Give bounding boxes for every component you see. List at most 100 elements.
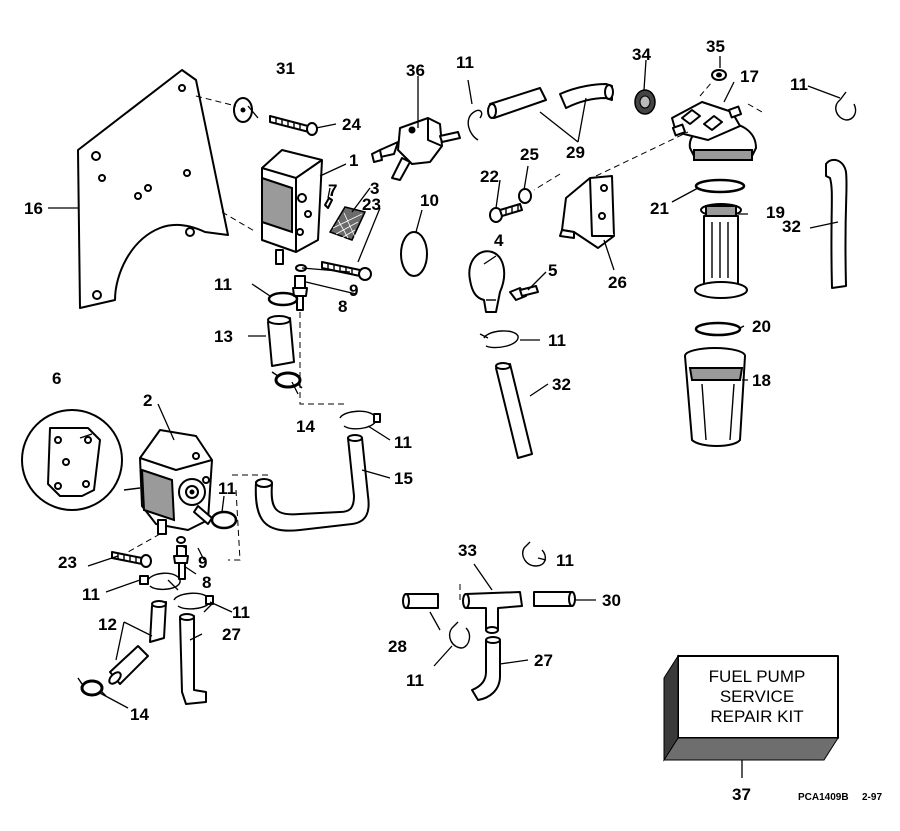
callout-34: 34 bbox=[632, 45, 651, 64]
fitting-8-top bbox=[292, 275, 308, 311]
kit-line-1: FUEL PUMP bbox=[709, 667, 806, 686]
callout-15: 15 bbox=[394, 469, 413, 488]
nut-35 bbox=[711, 69, 727, 81]
date-code: 2-97 bbox=[862, 792, 882, 803]
callout-4: 4 bbox=[494, 231, 504, 250]
clamp-11-d bbox=[267, 291, 299, 307]
clamp-11-a bbox=[467, 109, 483, 141]
alignment-lines bbox=[127, 81, 763, 600]
callout-5: 5 bbox=[548, 261, 557, 280]
callout-11-b: 11 bbox=[790, 75, 808, 94]
callout-23-top: 23 bbox=[362, 195, 381, 214]
callout-14-lower: 14 bbox=[130, 705, 149, 724]
callout-14-top: 14 bbox=[296, 417, 315, 436]
callout-35: 35 bbox=[706, 37, 725, 56]
clamp-11-b bbox=[835, 91, 857, 121]
hose-15 bbox=[254, 434, 370, 532]
mounting-bracket bbox=[77, 69, 229, 309]
callout-11-h: 11 bbox=[232, 603, 250, 622]
callout-11-d: 11 bbox=[548, 331, 566, 350]
bracket-26 bbox=[559, 175, 615, 249]
callout-30: 30 bbox=[602, 591, 621, 610]
hose-32-right bbox=[825, 158, 848, 289]
o-ring-21 bbox=[694, 178, 746, 194]
gasket-detail-6 bbox=[21, 409, 123, 511]
callout-24: 24 bbox=[342, 115, 361, 134]
callout-17: 17 bbox=[740, 67, 759, 86]
callout-2: 2 bbox=[143, 391, 152, 410]
callout-6: 6 bbox=[52, 369, 61, 388]
hose-30 bbox=[533, 591, 576, 607]
callout-29: 29 bbox=[566, 143, 585, 162]
clamp-11-e bbox=[339, 410, 377, 430]
callout-33: 33 bbox=[458, 541, 477, 560]
callout-8-lower: 8 bbox=[202, 573, 211, 592]
callout-21: 21 bbox=[650, 199, 669, 218]
callout-11-c: 11 bbox=[214, 275, 232, 294]
tee-fitting-33 bbox=[462, 591, 523, 634]
callout-9-top: 9 bbox=[349, 281, 358, 300]
callout-18: 18 bbox=[752, 371, 771, 390]
callout-13: 13 bbox=[214, 327, 233, 346]
callout-28: 28 bbox=[388, 637, 407, 656]
callout-7: 7 bbox=[328, 181, 337, 200]
clamp-11-f bbox=[210, 510, 238, 530]
callout-12: 12 bbox=[98, 615, 117, 634]
callout-23-lower: 23 bbox=[58, 553, 77, 572]
grommet-34 bbox=[634, 89, 656, 115]
callout-3: 3 bbox=[370, 179, 379, 198]
callout-36: 36 bbox=[406, 61, 425, 80]
callout-22: 22 bbox=[480, 167, 499, 186]
clamp-11-c bbox=[479, 330, 519, 349]
clamp-11-h bbox=[173, 592, 211, 610]
leader-lines bbox=[48, 56, 841, 778]
callout-31: 31 bbox=[276, 59, 295, 78]
callout-16: 16 bbox=[24, 199, 43, 218]
callout-26: 26 bbox=[608, 273, 627, 292]
filter-head-17 bbox=[671, 101, 757, 161]
gasket-9-lower bbox=[176, 536, 186, 544]
callout-8-top: 8 bbox=[338, 297, 347, 316]
callout-19: 19 bbox=[766, 203, 785, 222]
screw-23-lower bbox=[111, 551, 152, 568]
callout-32-right: 32 bbox=[782, 217, 801, 236]
callout-9-lower: 9 bbox=[198, 553, 207, 572]
check-valve-36 bbox=[371, 117, 461, 181]
washer-25 bbox=[518, 188, 532, 204]
callout-11-a: 11 bbox=[456, 53, 474, 72]
screw-24 bbox=[269, 115, 318, 136]
clamp-11-j bbox=[448, 621, 471, 649]
callout-27-left: 27 bbox=[222, 625, 241, 644]
callout-32-center: 32 bbox=[552, 375, 571, 394]
hose-28 bbox=[402, 593, 439, 609]
callout-1: 1 bbox=[349, 151, 358, 170]
repair-kit-37 bbox=[663, 654, 839, 762]
callout-27-center: 27 bbox=[534, 651, 553, 670]
callout-37: 37 bbox=[732, 785, 751, 804]
filter-element-19 bbox=[694, 203, 748, 299]
callout-labels: 1 2 3 4 5 6 7 8 8 9 9 10 11 11 11 11 11 … bbox=[24, 37, 808, 804]
callout-11-j: 11 bbox=[406, 671, 424, 690]
o-ring-10 bbox=[400, 231, 428, 277]
clip-14-lower bbox=[77, 677, 107, 697]
hose-29 bbox=[487, 83, 614, 119]
pin-7 bbox=[324, 197, 333, 209]
screen-3 bbox=[328, 206, 367, 241]
screw-23-top bbox=[321, 261, 372, 281]
clamp-11-g bbox=[147, 572, 181, 591]
hose-12 bbox=[108, 600, 167, 685]
callout-11-g: 11 bbox=[82, 585, 100, 604]
callout-10: 10 bbox=[420, 191, 439, 210]
callout-11-f: 11 bbox=[218, 479, 236, 498]
kit-line-2: SERVICE bbox=[720, 687, 794, 706]
hose-27-left bbox=[179, 613, 207, 705]
fuel-pump-2 bbox=[123, 429, 213, 535]
o-ring-20 bbox=[694, 321, 742, 337]
cover-4 bbox=[468, 250, 506, 313]
kit-line-3: REPAIR KIT bbox=[710, 707, 803, 726]
fuel-pump-1 bbox=[261, 149, 323, 265]
clamp-11-i bbox=[522, 541, 547, 567]
callout-11-i: 11 bbox=[556, 551, 574, 570]
